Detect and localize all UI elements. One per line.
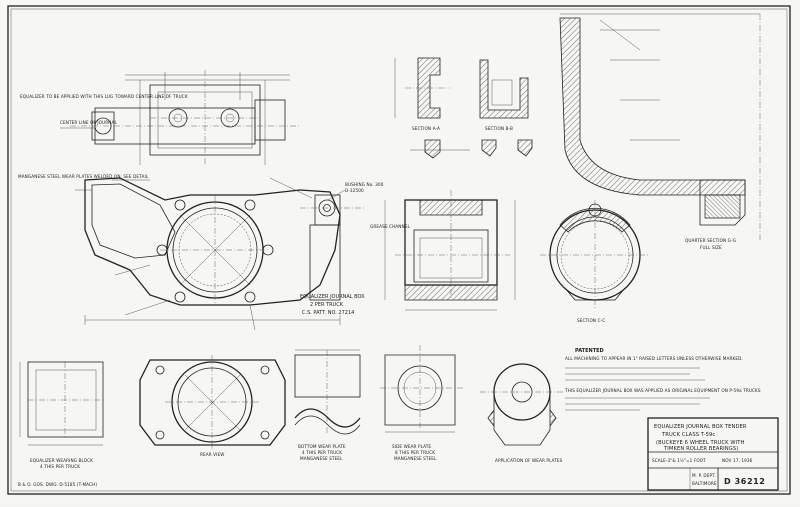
label-application: APPLICATION OF WEAR PLATES: [495, 458, 563, 463]
note-center-line: CENTER LINE OF JOURNAL: [60, 120, 117, 125]
label-per-truck: 2 PER TRUCK: [310, 302, 344, 308]
small-sections: [410, 139, 533, 159]
sheet-inner-border: [10, 8, 788, 492]
reference-number: B & O. GOS. DWG. D-5185 (T-MACH): [18, 482, 97, 487]
side-wear-plate: [380, 345, 465, 433]
label-side-plate-3: MANGANESE STEEL: [394, 456, 437, 461]
title-scale: SCALE-3"& 1½"=1 FOOT: [652, 458, 706, 463]
note-manganese: MANGANESE STEEL WEAR PLATES WELDED ON. S…: [18, 174, 149, 179]
title-dept: M. P. DEPT.: [692, 473, 716, 478]
label-bottom-plate-2: 4 THIS PER TRUCK: [302, 450, 342, 455]
label-equalizer-box: EQUALIZER JOURNAL BOX: [300, 294, 365, 300]
note-bushing-2: D-32500: [345, 188, 364, 193]
label-quarter-section: QUARTER SECTION G-G: [685, 238, 736, 243]
label-wear-block: EQUALIZER WEARING BLOCK: [30, 458, 93, 463]
label-wear-block-2: 4 THIS PER TRUCK: [40, 464, 80, 469]
section-aa: [394, 57, 450, 119]
label-section-aa: SECTION A-A: [412, 126, 440, 131]
label-patent-no: C.S. PATT. NO. 27214: [302, 310, 354, 316]
sheet-border: [7, 5, 791, 495]
label-grease-channel: GREASE CHANNEL: [370, 224, 410, 229]
label-rear-view: REAR VIEW: [200, 452, 224, 457]
title-place: BALTIMORE: [692, 481, 717, 486]
label-section-cc: SECTION C-C: [577, 318, 605, 323]
main-side-view: [60, 70, 365, 331]
label-bottom-plate: BOTTOM WEAR PLATE: [298, 444, 346, 449]
bottom-wear-plate: [294, 349, 361, 435]
notes-block: [565, 367, 710, 411]
section-cc: [540, 200, 650, 310]
title-date: NOV 17, 1936: [722, 458, 753, 463]
label-side-plate: SIDE WEAR PLATE: [392, 444, 431, 449]
note-equalizer-applied: EQUALIZER TO BE APPLIED WITH THIS LUG TO…: [20, 94, 188, 99]
label-section-bb: SECTION B-B: [485, 126, 513, 131]
rear-view: [139, 355, 286, 450]
wearing-block: [19, 361, 104, 446]
patent-line-1: ALL MACHINING TO APPEAR IN 1" RAISED LET…: [565, 356, 743, 361]
section-bb: [479, 59, 529, 119]
patent-heading: PATENTED: [575, 348, 604, 354]
quarter-section: [559, 13, 761, 240]
title-line-1: EQUALIZER JOURNAL BOX TENDER: [654, 424, 747, 430]
front-view: [384, 190, 516, 311]
label-side-plate-2: 8 THIS PER TRUCK: [395, 450, 435, 455]
label-full-size: FULL SIZE: [700, 245, 722, 250]
title-line-4: TIMKEN ROLLER BEARINGS): [663, 446, 738, 452]
label-bottom-plate-3: MANGANESE STEEL: [300, 456, 343, 461]
title-line-2: TRUCK CLASS T-59c: [661, 432, 715, 438]
title-block: [647, 417, 779, 491]
title-line-3: (BUCKEYE 6 WHEEL TRUCK WITH: [656, 440, 745, 446]
drawing-number: D 36212: [724, 477, 765, 486]
patent-line-2: THIS EQUALIZER JOURNAL BOX WAS APPLIED A…: [564, 388, 761, 393]
note-bushing: BUSHING No. 300: [345, 182, 384, 187]
application-view: [480, 363, 565, 446]
